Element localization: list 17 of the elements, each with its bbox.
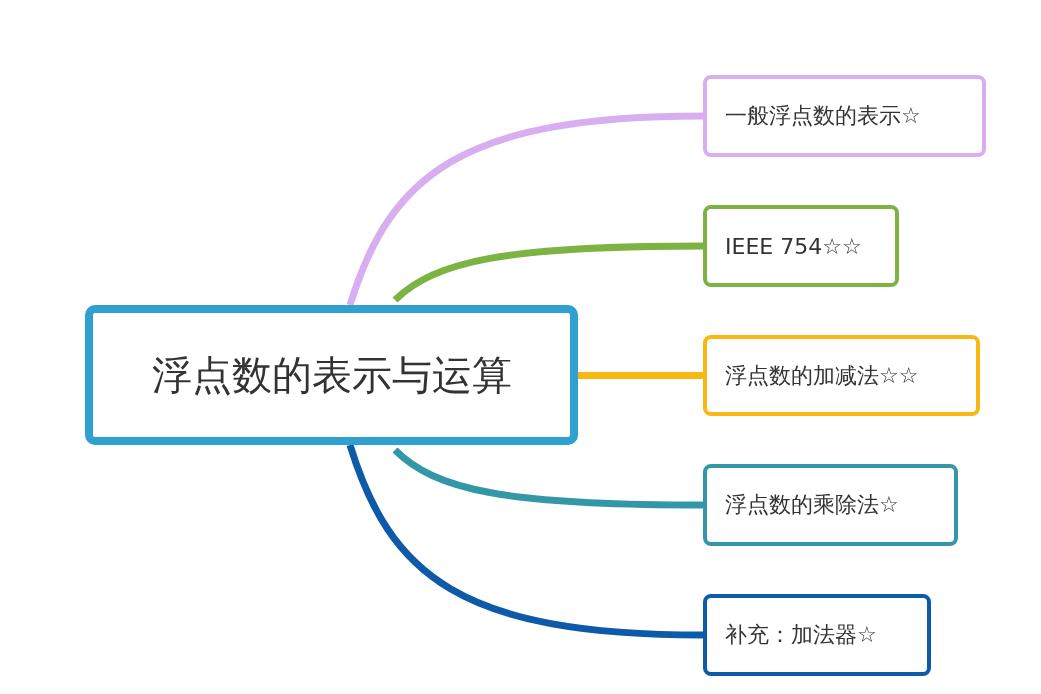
- topic-box: [703, 464, 958, 546]
- topic-box: [703, 205, 899, 287]
- connector-line: [392, 447, 704, 509]
- topic-box: [703, 594, 931, 676]
- topic-box: [703, 335, 980, 416]
- topic-text: IEEE 754☆☆: [725, 233, 862, 259]
- topic-text: 补充：加法器☆: [725, 621, 877, 649]
- topic-box: [703, 75, 986, 157]
- connector-line: [392, 242, 704, 303]
- central-topic-box: [85, 305, 578, 445]
- topic-text: 浮点数的表示与运算: [151, 350, 512, 400]
- connector-line: [346, 112, 704, 307]
- topic-text: 浮点数的乘除法☆: [725, 491, 899, 519]
- topic-text: 浮点数的加减法☆☆: [725, 361, 919, 390]
- connector-line: [346, 443, 704, 639]
- topic-text: 一般浮点数的表示☆: [725, 102, 921, 130]
- connector-line: [578, 372, 703, 379]
